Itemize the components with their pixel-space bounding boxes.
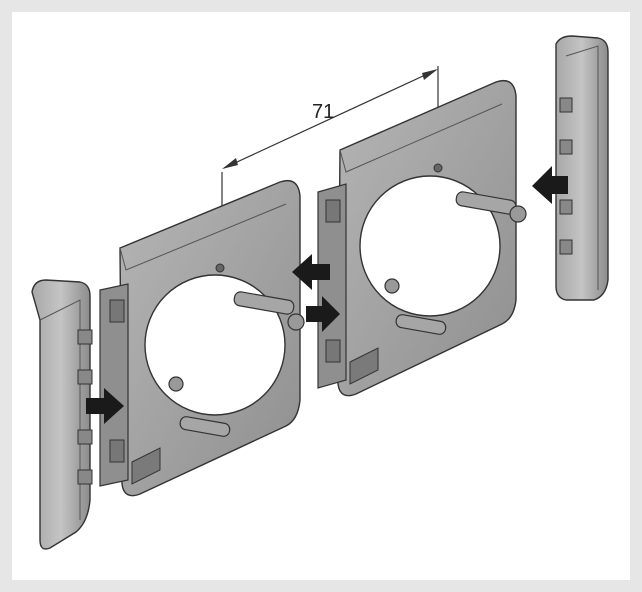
dimension-line bbox=[223, 69, 437, 169]
right-frame-screw-lower bbox=[384, 278, 400, 294]
assembly-arrows bbox=[86, 166, 568, 424]
dimension-label: 71 bbox=[312, 101, 334, 123]
right-frame-screw-upper bbox=[509, 205, 527, 223]
left-frame-screw-upper bbox=[287, 313, 305, 331]
arrow-left-cap-in bbox=[86, 388, 124, 424]
arrow-right-cap-in bbox=[532, 166, 568, 204]
right-mounting-frame bbox=[317, 79, 527, 397]
left-mounting-frame bbox=[99, 179, 305, 497]
arrow-frames-apart bbox=[292, 254, 330, 290]
arrow-frames-join bbox=[306, 296, 340, 332]
left-frame-screw-lower bbox=[168, 376, 184, 392]
right-end-cap bbox=[555, 35, 609, 301]
dimension-arrowhead-right bbox=[422, 69, 438, 80]
left-end-cap bbox=[31, 279, 93, 550]
dimension-arrowhead-left bbox=[222, 158, 238, 169]
